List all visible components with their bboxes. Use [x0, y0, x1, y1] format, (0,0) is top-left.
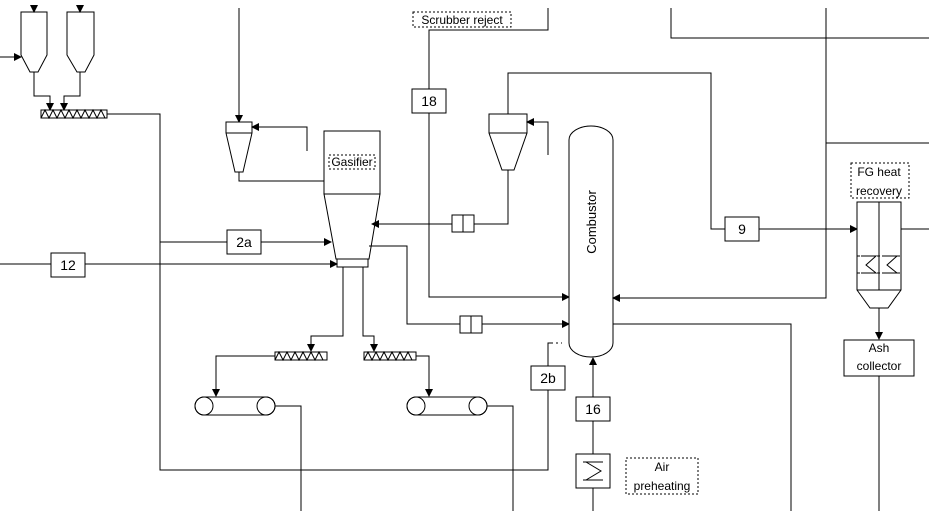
flue-gas-line	[507, 72, 858, 233]
stream-2b-label: 2b	[540, 370, 556, 386]
combustor-to-cyclone-line	[526, 118, 549, 155]
stream-18-box	[411, 88, 447, 114]
loop-seal-upper	[451, 214, 475, 233]
fg-heat-recovery-unit	[856, 201, 902, 309]
belt-conveyor-right	[406, 396, 488, 416]
air-preheating-label-1: Air	[655, 460, 670, 474]
feed-screw-conveyor	[40, 108, 108, 120]
combustor-label: Combustor	[584, 190, 599, 254]
gasifier-outlet-left	[307, 267, 344, 352]
belt-right-outlet	[487, 405, 514, 511]
conveyor-right-drop-line	[416, 355, 433, 397]
stream-18-label: 18	[421, 93, 437, 109]
combustor-bottom-outlet	[613, 323, 792, 511]
feed-line-to-gasifier	[107, 113, 549, 471]
gasifier-label: Gasifier	[331, 155, 372, 169]
feed-silo-left	[20, 5, 48, 73]
gasifier-cyclone	[225, 121, 253, 173]
gasifier-vessel	[323, 130, 381, 268]
stream-12-label: 12	[60, 257, 76, 273]
air-preheating-label-2: preheating	[634, 479, 691, 493]
fg-heat-recovery-label-2: recovery	[856, 184, 902, 198]
air-preheating-frame	[625, 457, 699, 495]
right-top-line	[670, 8, 929, 39]
combustor-cyclone	[488, 113, 528, 171]
ash-collector-label-2: collector	[857, 359, 902, 373]
stream-2b-dashed-line	[159, 242, 562, 471]
conveyor-left-drop-line	[212, 355, 275, 397]
silo-outlet-lines	[33, 72, 81, 111]
combustor-vessel	[568, 125, 614, 358]
scrubber-reject-label: Scrubber reject	[421, 13, 503, 27]
stream-9-box	[724, 216, 760, 242]
cyclone-to-gasifier-line	[371, 170, 509, 228]
loop-seal-lower	[459, 315, 483, 334]
stream-9-label: 9	[738, 221, 746, 237]
stream-2b-box	[530, 365, 566, 391]
stream-2a-label: 2a	[236, 234, 252, 250]
belt-conveyor-left	[194, 396, 276, 416]
air-preheater	[575, 453, 611, 489]
stream-12-box	[50, 252, 86, 278]
ash-collector-label-1: Ash	[869, 341, 890, 355]
feed-silo-right	[66, 5, 95, 73]
screw-conveyor-right	[363, 350, 417, 362]
screw-conveyor-left	[274, 350, 328, 362]
ash-collector-box	[843, 339, 915, 377]
stream-16-box	[575, 396, 611, 422]
gasifier-label-frame	[328, 154, 376, 170]
stream-2a-box	[226, 229, 262, 255]
gasifier-to-combustor-line	[369, 245, 570, 328]
stream-16-label: 16	[585, 401, 601, 417]
gasifier-outlet-right	[362, 267, 378, 352]
fg-heat-recovery-label-1: FG heat	[857, 165, 901, 179]
cyclone-return-line	[238, 172, 324, 182]
right-return-line	[612, 8, 827, 302]
gasifier-to-cyclone-line	[251, 123, 308, 151]
fg-heat-recovery-frame	[850, 162, 910, 199]
scrubber-reject-line	[428, 8, 570, 301]
scrubber-reject-frame	[412, 11, 512, 28]
belt-left-outlet	[275, 405, 302, 511]
